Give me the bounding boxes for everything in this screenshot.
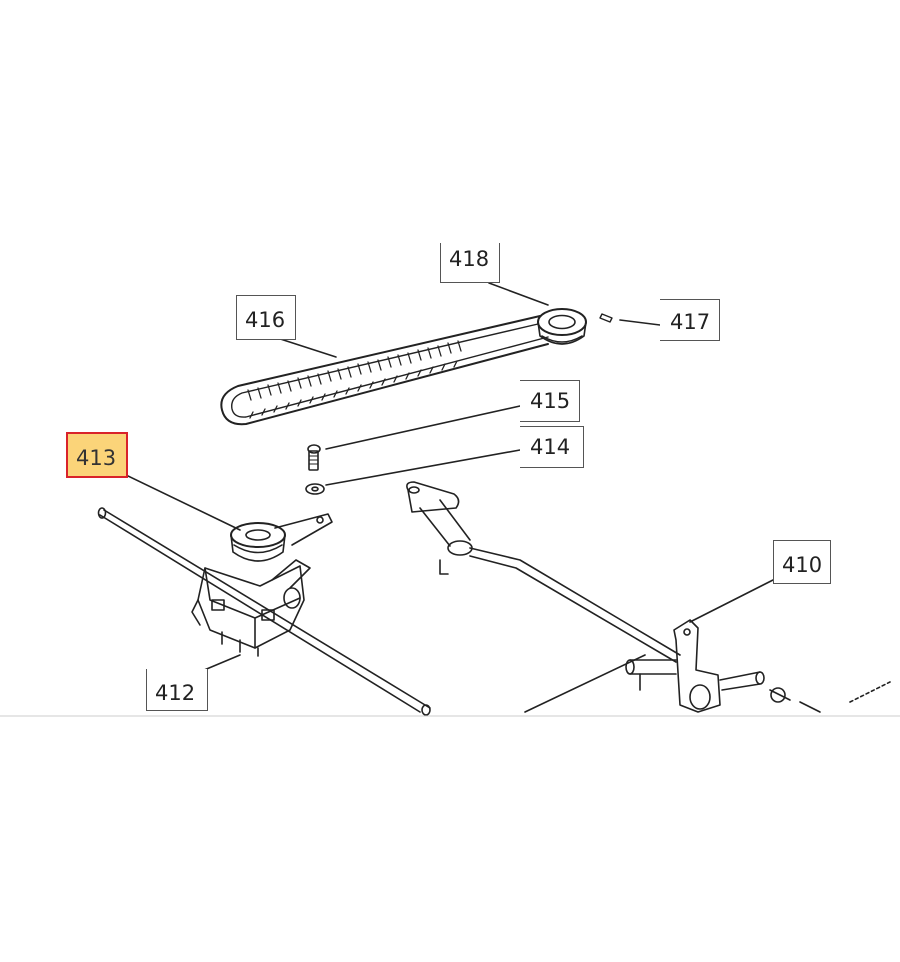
bolt	[307, 444, 321, 471]
callout-414[interactable]: 414	[520, 426, 584, 468]
callout-418[interactable]: 418	[440, 243, 500, 283]
pulley	[537, 308, 587, 345]
callout-416[interactable]: 416	[236, 295, 296, 340]
gearbox	[191, 559, 311, 657]
partial-edge	[849, 681, 891, 703]
drive-belt	[220, 315, 549, 426]
washer	[305, 483, 325, 495]
callout-410[interactable]: 410	[773, 540, 831, 584]
partial-rod	[524, 654, 646, 713]
callout-417[interactable]: 417	[660, 299, 720, 341]
leader-414	[325, 449, 521, 486]
callout-412[interactable]: 412	[146, 669, 208, 711]
callout-413[interactable]: 413	[66, 432, 128, 478]
leader-413	[125, 474, 241, 531]
axle-shaft	[97, 507, 431, 716]
gearbox-pulley	[230, 513, 333, 562]
callout-415[interactable]: 415	[520, 380, 580, 422]
leader-415	[325, 405, 521, 450]
leader-417	[619, 319, 661, 326]
leader-410	[689, 579, 774, 623]
spring-pin	[599, 313, 613, 323]
control-rod	[406, 481, 821, 713]
leader-418	[488, 282, 549, 306]
